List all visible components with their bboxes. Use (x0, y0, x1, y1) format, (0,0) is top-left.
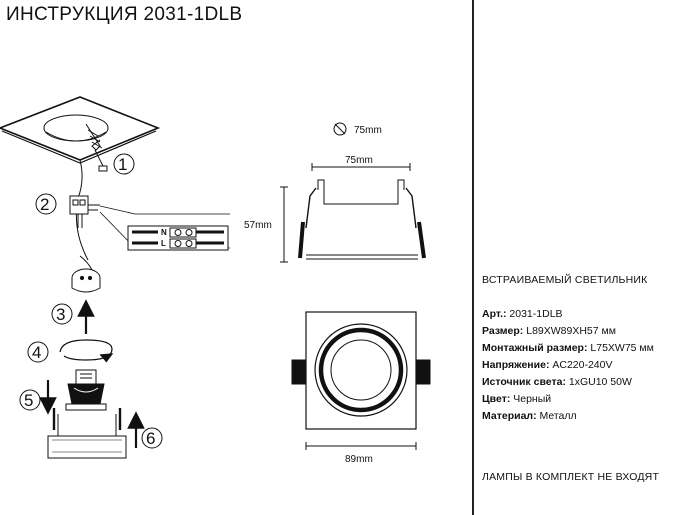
spec-row-article: Арт.: 2031-1DLB (482, 308, 563, 320)
vertical-divider (472, 0, 474, 515)
top-width-dimension: 75mm (345, 155, 373, 166)
wire-n-label: N (161, 228, 167, 237)
step-1-label: 1 (118, 155, 127, 174)
wiring-detail (127, 225, 229, 251)
fixture-side-view (280, 163, 426, 263)
product-heading: ВСТРАИВАЕМЫЙ СВЕТИЛЬНИК (482, 274, 648, 286)
spec-row-light-source: Источник света: 1xGU10 50W (482, 376, 632, 388)
rotation-arrow-icon (59, 339, 114, 363)
step-6-label: 6 (146, 429, 155, 448)
gu10-socket (71, 255, 101, 293)
terminal-block (69, 195, 100, 228)
step-2-label: 2 (40, 195, 49, 214)
lamps-not-included-note: ЛАМПЫ В КОМПЛЕКТ НЕ ВХОДЯТ (482, 471, 660, 483)
step-4-label: 4 (32, 343, 41, 362)
page-title: ИНСТРУКЦИЯ 2031-1DLB (6, 4, 243, 25)
installation-diagram: 1 2 N L 3 (0, 96, 431, 465)
step-5-label: 5 (24, 391, 33, 410)
step-3-label: 3 (56, 305, 65, 324)
spec-row-color: Цвет: Черный (482, 393, 552, 405)
wire-l-label: L (161, 239, 166, 248)
cutout-dimension: 75mm (354, 125, 382, 136)
bottom-width-dimension: 89mm (345, 454, 373, 465)
ceiling-panel (0, 96, 161, 164)
spec-row-voltage: Напряжение: AC220-240V (482, 359, 613, 371)
spec-row-size: Размер: L89XW89XH57 мм (482, 325, 616, 337)
cutout-symbol-icon (333, 122, 347, 136)
step-4-circle (27, 341, 49, 363)
fixture-housing (47, 408, 127, 459)
gu10-lamp (65, 369, 107, 411)
product-specs: ВСТРАИВАЕМЫЙ СВЕТИЛЬНИК Арт.: 2031-1DLB … (482, 272, 700, 425)
step-1-circle (113, 153, 135, 175)
spec-row-mounting-size: Монтажный размер: L75XW75 мм (482, 342, 654, 354)
step-3-circle (51, 303, 73, 325)
height-dimension: 57mm (244, 220, 272, 231)
step-2-circle (35, 193, 57, 215)
fixture-front-view (291, 311, 431, 450)
step-5-circle (19, 389, 41, 411)
spring-clip (85, 123, 108, 172)
spec-row-material: Материал: Металл (482, 410, 577, 422)
step-6-circle (141, 427, 163, 449)
